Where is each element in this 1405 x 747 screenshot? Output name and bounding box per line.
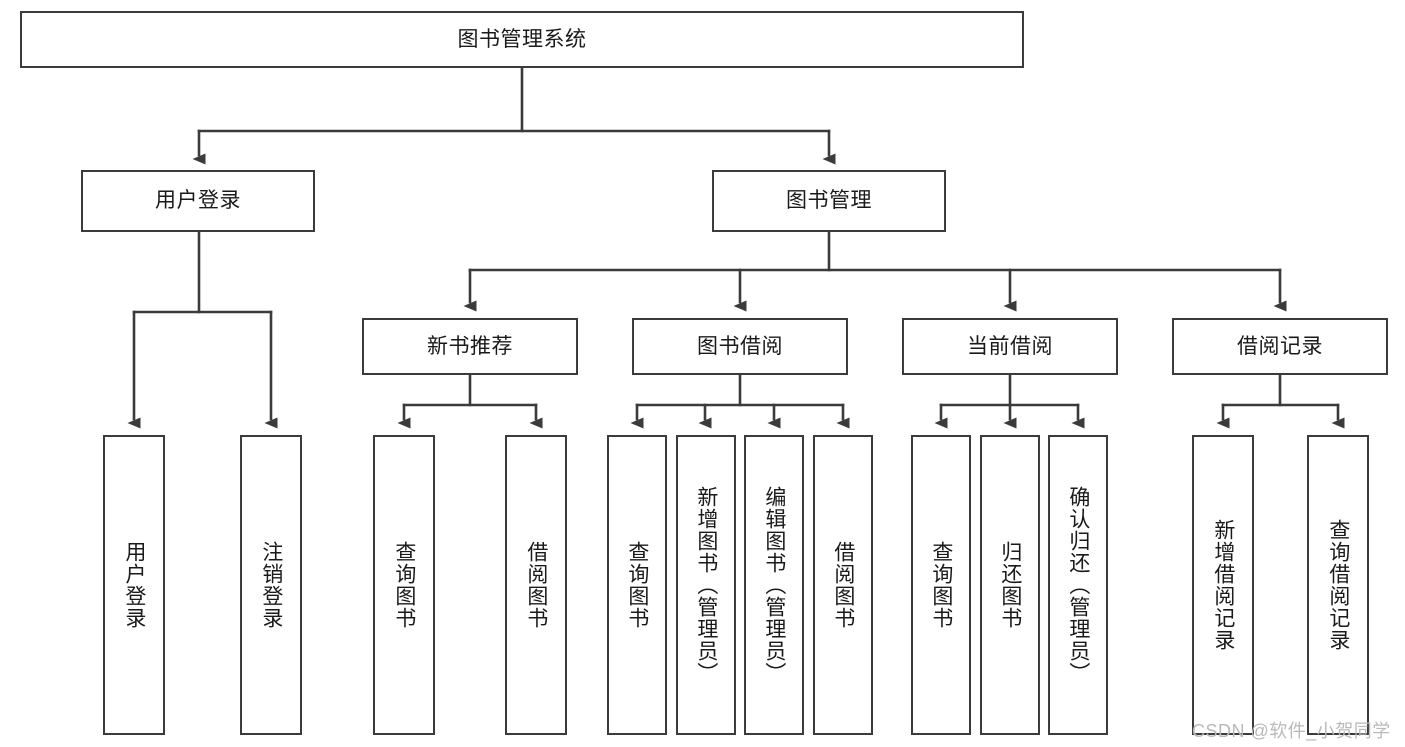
- node-leaf-confirm-return[interactable]: 确认归还（管理员）: [1048, 435, 1108, 735]
- node-root-book-management-system[interactable]: 图书管理系统: [20, 11, 1024, 68]
- csdn-watermark: CSDN @软件_小贺同学: [1192, 721, 1391, 741]
- node-leaf-query-book-2[interactable]: 查询图书: [607, 435, 667, 735]
- node-leaf-borrow-book-1[interactable]: 借阅图书: [505, 435, 567, 735]
- node-borrow-record[interactable]: 借阅记录: [1172, 318, 1388, 375]
- node-label-book-manage: 图书管理: [786, 189, 872, 213]
- node-label-leaf-logout-login: 注销登录: [259, 541, 283, 629]
- node-label-leaf-borrow-book-2: 借阅图书: [831, 541, 855, 629]
- node-leaf-edit-book[interactable]: 编辑图书（管理员）: [744, 435, 804, 735]
- node-leaf-add-book[interactable]: 新增图书（管理员）: [676, 435, 736, 735]
- node-label-leaf-confirm-return: 确认归还（管理员）: [1066, 486, 1090, 684]
- node-label-leaf-edit-book: 编辑图书（管理员）: [762, 486, 786, 684]
- node-leaf-logout-login[interactable]: 注销登录: [240, 435, 302, 735]
- node-label-leaf-add-record: 新增借阅记录: [1211, 519, 1235, 651]
- node-book-borrow[interactable]: 图书借阅: [632, 318, 848, 375]
- node-label-leaf-query-record: 查询借阅记录: [1326, 519, 1350, 651]
- node-label-leaf-borrow-book-1: 借阅图书: [524, 541, 548, 629]
- node-label-leaf-user-login: 用户登录: [122, 541, 146, 629]
- node-leaf-add-record[interactable]: 新增借阅记录: [1192, 435, 1254, 735]
- node-label-leaf-query-book-3: 查询图书: [929, 541, 953, 629]
- node-label-root: 图书管理系统: [457, 27, 587, 51]
- node-book-manage[interactable]: 图书管理: [712, 170, 946, 232]
- node-label-leaf-query-book-1: 查询图书: [392, 541, 416, 629]
- node-label-leaf-add-book: 新增图书（管理员）: [694, 486, 718, 684]
- node-label-book-borrow: 图书借阅: [697, 334, 783, 358]
- node-leaf-return-book[interactable]: 归还图书: [980, 435, 1040, 735]
- node-label-new-book-rec: 新书推荐: [427, 334, 513, 358]
- node-leaf-query-record[interactable]: 查询借阅记录: [1307, 435, 1369, 735]
- node-user-login[interactable]: 用户登录: [81, 170, 315, 232]
- node-leaf-query-book-1[interactable]: 查询图书: [373, 435, 435, 735]
- node-leaf-query-book-3[interactable]: 查询图书: [911, 435, 971, 735]
- node-label-current-borrow: 当前借阅: [967, 334, 1053, 358]
- node-label-leaf-query-book-2: 查询图书: [625, 541, 649, 629]
- node-current-borrow[interactable]: 当前借阅: [902, 318, 1118, 375]
- node-label-borrow-record: 借阅记录: [1237, 334, 1323, 358]
- node-new-book-rec[interactable]: 新书推荐: [362, 318, 578, 375]
- node-label-leaf-return-book: 归还图书: [998, 541, 1022, 629]
- node-leaf-user-login[interactable]: 用户登录: [103, 435, 165, 735]
- node-label-user-login: 用户登录: [155, 189, 241, 213]
- node-leaf-borrow-book-2[interactable]: 借阅图书: [813, 435, 873, 735]
